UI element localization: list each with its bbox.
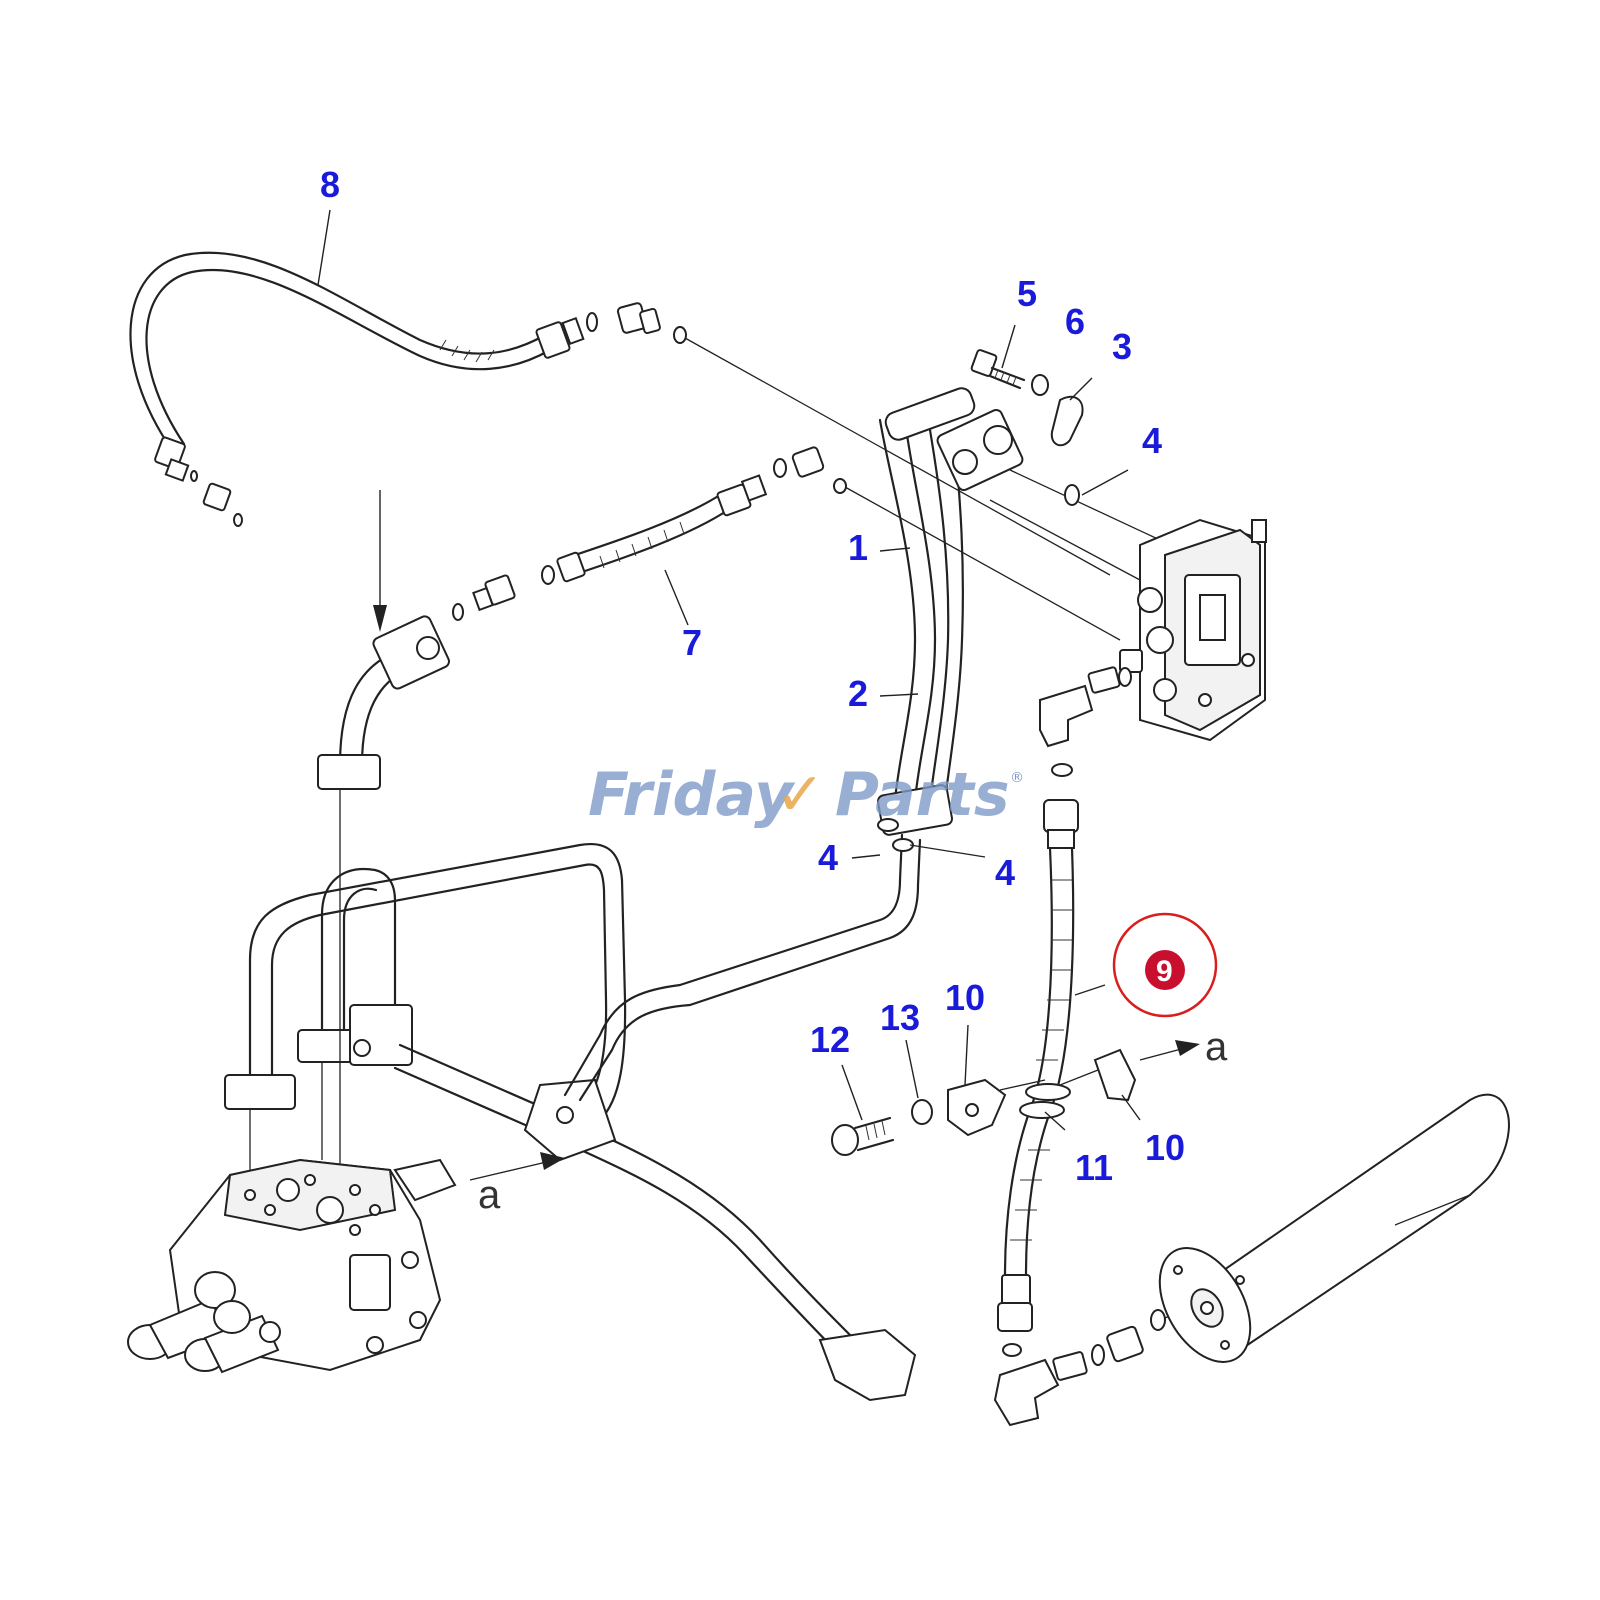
callout-5: 5 xyxy=(1017,273,1037,314)
bolt-5 xyxy=(970,349,1026,390)
callout-7: 7 xyxy=(682,622,702,663)
callouts: 8 5 6 3 4 1 7 2 4 4 10 13 12 11 10 xyxy=(320,164,1185,1188)
highlighted-callout-9[interactable]: 9 xyxy=(1112,912,1218,1018)
watermark-parts: Parts xyxy=(835,760,1010,830)
callout-4-top: 4 xyxy=(1142,420,1162,461)
bolt-12 xyxy=(831,1116,895,1156)
watermark-friday: Friday xyxy=(588,760,796,830)
bracket-10-left xyxy=(947,1078,1046,1137)
callout-2: 2 xyxy=(848,673,868,714)
view-ref-a-left: a xyxy=(478,1173,501,1217)
callout-8: 8 xyxy=(320,164,340,205)
callout-4-mid: 4 xyxy=(818,837,838,878)
clamp-11 xyxy=(1019,1083,1071,1119)
highlight-ring xyxy=(1112,912,1218,1018)
callout-1: 1 xyxy=(848,527,868,568)
clamp-3 xyxy=(1050,395,1084,447)
callout-6: 6 xyxy=(1065,301,1085,342)
callout-12: 12 xyxy=(810,1019,850,1060)
callout-4-right: 4 xyxy=(995,852,1015,893)
hose-9 xyxy=(993,763,1196,1427)
callout-11: 11 xyxy=(1075,1147,1113,1188)
highlight-dot xyxy=(1145,950,1185,990)
view-ref-a-right: a xyxy=(1205,1025,1228,1069)
hose-7 xyxy=(452,446,847,621)
view-arrow-a-right xyxy=(1139,1040,1200,1061)
pipe-assembly-left xyxy=(224,615,986,1402)
watermark-logo: Friday ✓ Parts ® xyxy=(588,760,1024,830)
leader-lines xyxy=(317,209,1141,1131)
callout-10-bottom: 10 xyxy=(1145,1127,1185,1168)
bracket-10-right xyxy=(1059,1048,1137,1102)
callout-3: 3 xyxy=(1112,326,1132,367)
callout-10-top: 10 xyxy=(945,977,985,1018)
arrow-down xyxy=(373,490,387,632)
washer-6 xyxy=(1031,374,1049,396)
watermark-check: ✓ xyxy=(775,760,825,830)
view-arrow-a-left xyxy=(469,1152,565,1181)
watermark-registered: ® xyxy=(1010,770,1024,786)
tube-1-2 xyxy=(877,387,1161,836)
callout-13: 13 xyxy=(880,997,920,1038)
hose-8 xyxy=(129,251,687,527)
filter-cylinder xyxy=(1158,1093,1510,1363)
control-valve-right xyxy=(1039,484,1267,748)
control-valve-left xyxy=(127,1158,457,1374)
callout-9: 9 xyxy=(1156,955,1173,988)
washer-13 xyxy=(911,1099,933,1125)
